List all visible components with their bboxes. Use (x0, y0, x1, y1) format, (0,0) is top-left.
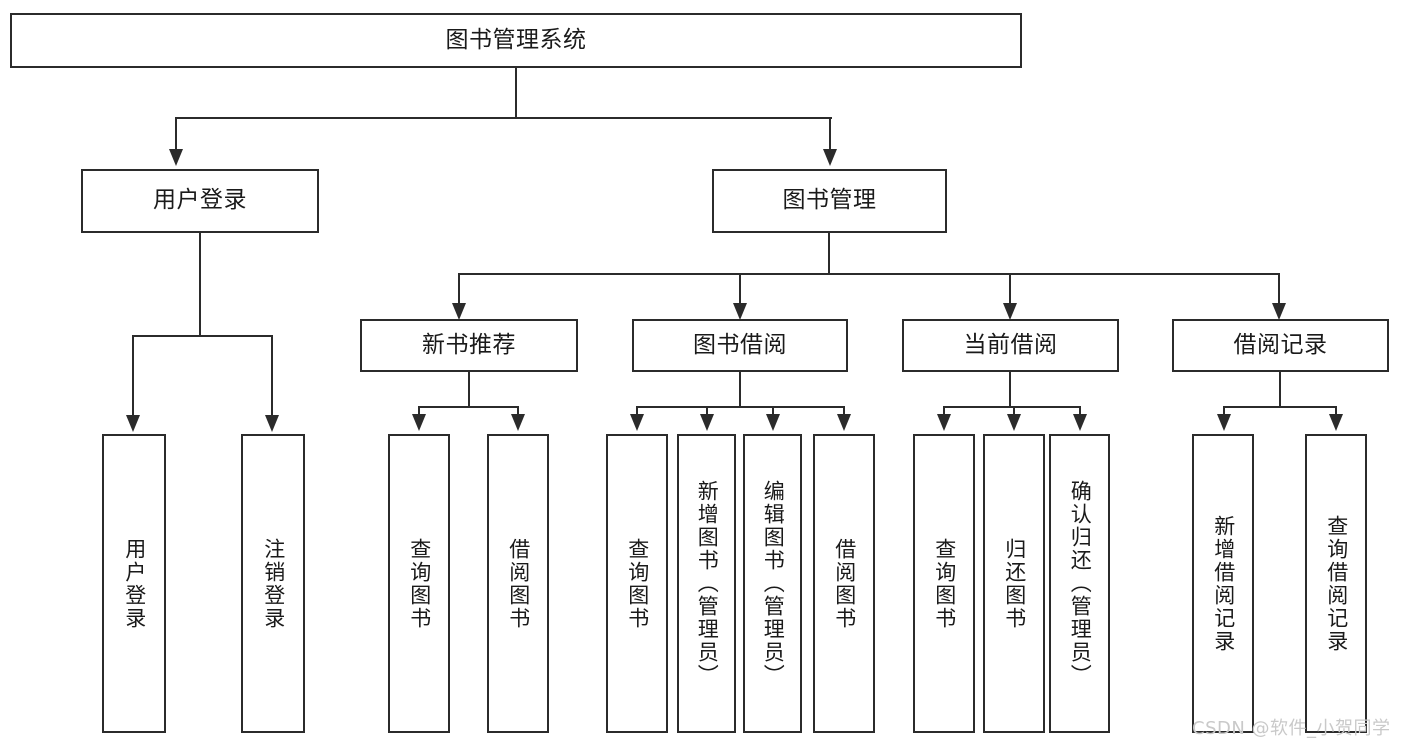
edge-borrow-record-drop-1 (1223, 406, 1225, 418)
edge-new-book-rec-stem (468, 372, 470, 408)
node-label: 编辑图书（管理员） (761, 480, 786, 687)
node-current-borrow[interactable]: 当前借阅 (902, 319, 1119, 372)
edge-book-manage-bus (459, 273, 1279, 275)
arrow-to-borrow-record (1272, 303, 1286, 320)
arrow-root-to-book-manage (823, 149, 837, 166)
leaf-edit-book-admin[interactable]: 编辑图书（管理员） (743, 434, 802, 733)
node-new-book-recommend[interactable]: 新书推荐 (360, 319, 578, 372)
node-label: 借阅图书 (506, 537, 531, 630)
node-label: 用户登录 (153, 187, 247, 214)
arrow-book-borrow-leaf-3 (766, 414, 780, 431)
arrow-new-book-rec-leaf-2 (511, 414, 525, 431)
arrow-user-login-to-leaf-2 (265, 415, 279, 432)
leaf-rec-borrow-book[interactable]: 借阅图书 (487, 434, 549, 733)
edge-borrow-record-drop-2 (1335, 406, 1337, 418)
edge-user-login-stem (199, 233, 201, 336)
node-label: 新增图书（管理员） (695, 480, 720, 687)
node-label: 借阅图书 (832, 537, 857, 630)
edge-new-book-rec-drop-1 (418, 406, 420, 418)
node-label: 图书借阅 (693, 331, 787, 358)
leaf-user-login[interactable]: 用户登录 (102, 434, 166, 733)
leaf-current-query-book[interactable]: 查询图书 (913, 434, 975, 733)
edge-book-manage-drop-2 (739, 273, 741, 305)
node-label: 注销登录 (261, 537, 286, 630)
edge-current-borrow-stem (1009, 372, 1011, 408)
edge-book-borrow-stem (739, 372, 741, 408)
arrow-root-to-user-login (169, 149, 183, 166)
edge-current-borrow-drop-3 (1079, 406, 1081, 418)
arrow-current-borrow-leaf-2 (1007, 414, 1021, 431)
arrow-to-book-borrow (733, 303, 747, 320)
edge-user-login-bus (133, 335, 273, 337)
edge-new-book-rec-bus (419, 406, 519, 408)
node-book-manage[interactable]: 图书管理 (712, 169, 947, 233)
leaf-add-book-admin[interactable]: 新增图书（管理员） (677, 434, 736, 733)
edge-user-login-drop-2 (271, 335, 273, 417)
node-label: 新增借阅记录 (1211, 514, 1236, 653)
edge-user-login-drop-1 (132, 335, 134, 417)
node-user-login[interactable]: 用户登录 (81, 169, 319, 233)
arrow-borrow-record-leaf-1 (1217, 414, 1231, 431)
leaf-query-borrow-record[interactable]: 查询借阅记录 (1305, 434, 1367, 733)
edge-book-manage-drop-4 (1278, 273, 1280, 305)
edge-book-manage-drop-1 (458, 273, 460, 305)
arrow-to-new-book-rec (452, 303, 466, 320)
leaf-rec-query-book[interactable]: 查询图书 (388, 434, 450, 733)
node-label: 查询借阅记录 (1324, 514, 1349, 653)
node-label: 图书管理 (782, 187, 877, 214)
node-root-system[interactable]: 图书管理系统 (10, 13, 1022, 68)
edge-book-borrow-drop-3 (772, 406, 774, 418)
node-label: 确认归还（管理员） (1068, 480, 1093, 687)
node-label: 当前借阅 (963, 331, 1058, 358)
edge-current-borrow-drop-1 (943, 406, 945, 418)
node-label: 用户登录 (122, 537, 147, 630)
arrow-book-borrow-leaf-1 (630, 414, 644, 431)
edge-book-borrow-bus (637, 406, 845, 408)
node-label: 新书推荐 (422, 331, 516, 358)
node-label: 归还图书 (1002, 537, 1027, 630)
edge-borrow-record-bus (1224, 406, 1337, 408)
arrow-to-current-borrow (1003, 303, 1017, 320)
arrow-current-borrow-leaf-1 (937, 414, 951, 431)
node-label: 查询图书 (625, 537, 650, 630)
leaf-confirm-return-admin[interactable]: 确认归还（管理员） (1049, 434, 1110, 733)
node-label: 图书管理系统 (445, 26, 587, 53)
leaf-borrow-book[interactable]: 借阅图书 (813, 434, 875, 733)
edge-root-bus (176, 117, 832, 119)
edge-book-borrow-drop-4 (843, 406, 845, 418)
csdn-watermark: CSDN @软件_小贺同学 (1192, 718, 1391, 739)
edge-book-borrow-drop-2 (706, 406, 708, 418)
arrow-borrow-record-leaf-2 (1329, 414, 1343, 431)
edge-current-borrow-bus (944, 406, 1081, 408)
edge-root-drop-left (175, 117, 177, 151)
leaf-add-borrow-record[interactable]: 新增借阅记录 (1192, 434, 1254, 733)
leaf-return-book[interactable]: 归还图书 (983, 434, 1045, 733)
arrow-book-borrow-leaf-4 (837, 414, 851, 431)
node-borrow-record[interactable]: 借阅记录 (1172, 319, 1389, 372)
leaf-logout[interactable]: 注销登录 (241, 434, 305, 733)
node-book-borrow[interactable]: 图书借阅 (632, 319, 848, 372)
node-label: 查询图书 (407, 537, 432, 630)
arrow-new-book-rec-leaf-1 (412, 414, 426, 431)
edge-root-drop-right (829, 117, 831, 151)
edge-book-manage-stem (828, 233, 830, 275)
edge-current-borrow-drop-2 (1013, 406, 1015, 418)
arrow-book-borrow-leaf-2 (700, 414, 714, 431)
edge-root-stem (515, 68, 517, 118)
edge-new-book-rec-drop-2 (517, 406, 519, 418)
arrow-current-borrow-leaf-3 (1073, 414, 1087, 431)
edge-borrow-record-stem (1279, 372, 1281, 408)
arrow-user-login-to-leaf-1 (126, 415, 140, 432)
edge-book-manage-drop-3 (1009, 273, 1011, 305)
node-label: 查询图书 (932, 537, 957, 630)
leaf-borrow-query-book[interactable]: 查询图书 (606, 434, 668, 733)
edge-book-borrow-drop-1 (636, 406, 638, 418)
node-label: 借阅记录 (1233, 331, 1328, 358)
